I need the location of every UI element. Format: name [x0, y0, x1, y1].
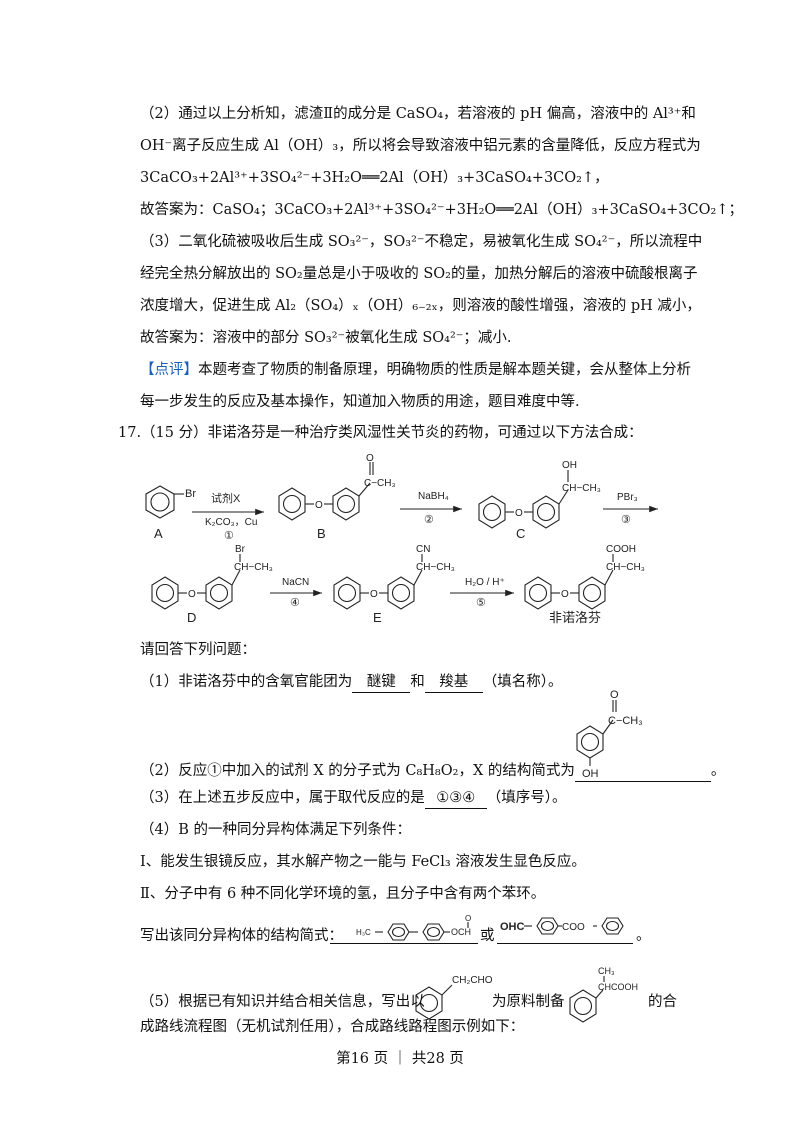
part2-line2: OH⁻离子反应生成 Al（OH）₃，所以将会导致溶液中铝元素的含量降低，反应方程…	[140, 138, 701, 154]
part2-answer: 故答案为：CaSO₄；3CaCO₃+2Al³⁺+3SO₄²⁻+3H₂O══2Al…	[140, 202, 743, 218]
comment-line1: 【点评】本题考查了物质的制备原理，明确物质的性质是解本题关键，会从整体上分析	[140, 360, 691, 380]
q3-suffix: （填序号）。	[486, 790, 567, 806]
x-ketone-label: C−CH₃	[608, 715, 643, 727]
isomer2-ohc: OHC	[500, 921, 525, 933]
product-o-label: O	[561, 589, 569, 600]
x-carbonyl-o: O	[610, 689, 619, 701]
step5-reagent: H₂O / H⁺	[465, 577, 505, 588]
c-oh-label: OH	[562, 460, 577, 471]
isomer2-coo: COO	[562, 922, 585, 933]
label-e: E	[373, 610, 382, 625]
q1-and: 和	[410, 674, 425, 690]
isomer1-och: OCH	[451, 927, 471, 937]
fenoprofen-structure	[524, 554, 614, 610]
d-o-label: O	[188, 589, 196, 600]
step2-reagent: NaBH₄	[418, 491, 449, 502]
q2-answer-blank	[574, 761, 711, 782]
q1-answer2: 羧基	[424, 672, 483, 693]
q4-or: 或	[480, 928, 495, 944]
c-o-label: O	[515, 508, 523, 519]
label-a: A	[154, 526, 163, 541]
b-carbonyl-o: O	[366, 453, 374, 464]
comment-text: 本题考查了物质的制备原理，明确物质的性质是解本题关键，会从整体上分析	[198, 362, 691, 378]
label-c: C	[516, 526, 525, 541]
step1-reagent: 试剂X	[211, 491, 241, 505]
q4-condition2: Ⅱ、分子中有 6 种不同化学环境的氢，且分子中含有两个苯环。	[140, 886, 546, 902]
compound-d-structure	[151, 554, 241, 610]
label-b: B	[317, 526, 326, 541]
questions-prompt: 请回答下列问题：	[140, 642, 256, 658]
step3-number: ③	[621, 514, 631, 526]
q1-answer1: 醚键	[352, 672, 411, 693]
b-ketone-label: C−CH₃	[364, 478, 396, 489]
d-br-label: Br	[235, 544, 246, 555]
product-chch3-label: CH−CH₃	[606, 562, 645, 573]
isomer1-carbonyl-o: O	[465, 914, 471, 923]
e-chch3-label: CH−CH₃	[416, 562, 455, 573]
isomer1-h3c: H₃C	[356, 928, 371, 937]
step5-number: ⑤	[476, 597, 486, 609]
d-chch3-label: CH−CH₃	[234, 562, 273, 573]
compound-c-structure	[478, 470, 569, 529]
q4-write-line: 写出该同分异构体的结构简式：	[140, 926, 343, 946]
page-footer: 第16 页 ｜ 共28 页	[336, 1051, 464, 1067]
start-material-structure	[415, 984, 453, 1020]
q3-text: （3）在上述五步反应中，属于取代反应的是	[140, 790, 425, 806]
q4-write-text: 写出该同分异构体的结构简式：	[140, 928, 343, 944]
q5-line2: 成路线流程图（无机试剂任用），合成路线路程图示例如下：	[140, 1019, 525, 1035]
product-cooh-label: COOH	[606, 544, 636, 555]
q4-line: （4）B 的一种同分异构体满足下列条件：	[140, 822, 411, 838]
q4-blank1-line	[330, 943, 478, 944]
reagent-x-structure	[576, 700, 617, 766]
compound-b-structure	[278, 462, 374, 521]
target-ch3-label: CH₃	[598, 966, 615, 976]
comment-tag: 【点评】	[140, 362, 198, 378]
part3-line1: （3）二氧化硫被吸收后生成 SO₃²⁻，SO₃²⁻不稳定，易被氧化生成 SO₄²…	[140, 234, 703, 250]
x-oh-label: OH	[582, 768, 599, 780]
start-group-label: CH₂CHO	[452, 975, 493, 986]
step1-number: ①	[224, 530, 234, 542]
part2-line1: （2）通过以上分析知，滤渣Ⅱ的成分是 CaSO₄，若溶液的 pH 偏高，溶液中的…	[140, 106, 696, 122]
step4-reagent: NaCN	[282, 577, 309, 588]
step1-conditions: K₂CO₃，Cu	[205, 517, 257, 528]
e-cn-label: CN	[416, 544, 430, 555]
e-o-label: O	[370, 589, 378, 600]
isomer1-structure	[375, 922, 469, 941]
comment-line2: 每一步发生的反应及基本操作，知道加入物质的用途，题目难度中等.	[140, 394, 580, 410]
q4-condition1: Ⅰ、能发生银镜反应，其水解产物之一能与 FeCl₃ 溶液发生显色反应。	[140, 854, 586, 870]
part2-equation: 3CaCO₃+2Al³⁺+3SO₄²⁻+3H₂O══2Al（OH）₃+3CaSO…	[140, 170, 609, 186]
q2-line: （2）反应①中加入的试剂 X 的分子式为 C₈H₈O₂，X 的结构简式为 。	[140, 761, 725, 782]
q4-end: 。	[636, 928, 651, 944]
q17-stem: 17.（15 分）非诺洛芬是一种治疗类风湿性关节炎的药物，可通过以下方法合成：	[118, 425, 643, 441]
part3-line2: 经完全热分解放出的 SO₂量总是小于吸收的 SO₂的量，加热分解后的溶液中硫酸根…	[140, 266, 698, 282]
part3-answer: 故答案为：溶液中的部分 SO₃²⁻被氧化生成 SO₄²⁻；减小.	[140, 330, 512, 346]
step2-number: ②	[424, 514, 434, 526]
step3-reagent: PBr₃	[617, 492, 638, 503]
label-d: D	[187, 610, 196, 625]
q3-answer: ①③④	[424, 788, 487, 809]
q1-line: （1）非诺洛芬中的含氧官能团为醚键和羧基（填名称）。	[140, 672, 562, 693]
compound-a-structure	[145, 485, 184, 519]
q5-text-c: 的合	[648, 994, 677, 1010]
q5-text-a: （5）根据已有知识并结合相关信息，写出以	[140, 994, 425, 1010]
q2-suffix: 。	[710, 763, 726, 779]
part3-line3: 浓度增大，促进生成 Al₂（SO₄）ₓ（OH）₆₋₂ₓ，则溶液的酸性增强，溶液的…	[140, 298, 701, 314]
q1-text: （1）非诺洛芬中的含氧官能团为	[140, 674, 353, 690]
step4-number: ④	[290, 597, 300, 609]
q2-text: （2）反应①中加入的试剂 X 的分子式为 C₈H₈O₂，X 的结构简式为	[140, 763, 575, 779]
a-br-label: Br	[185, 488, 196, 500]
target-structure	[569, 976, 605, 1023]
c-chch3-label: CH−CH₃	[562, 483, 601, 494]
compound-e-structure	[333, 554, 423, 610]
q5-text-b: 为原料制备	[492, 994, 565, 1010]
target-group-label: CHCOOH	[598, 982, 638, 992]
q1-suffix: （填名称）。	[482, 674, 563, 690]
b-o-label: O	[315, 500, 323, 511]
label-product: 非诺洛芬	[549, 610, 601, 625]
isomer2-structure	[524, 917, 624, 935]
q4-blank2-line	[497, 943, 633, 944]
